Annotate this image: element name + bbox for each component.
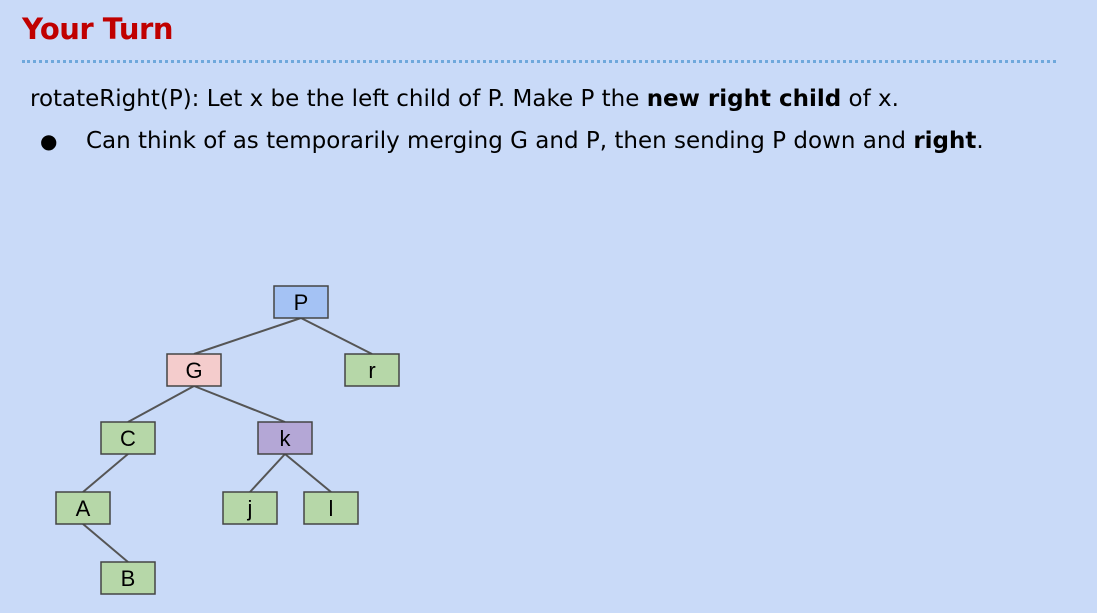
tree-node-j: j [222,491,278,525]
tree-node-label: l [329,496,334,521]
slide-title: Your Turn [22,12,174,46]
tree-node-label: j [247,496,253,521]
tree-edge-G-C [127,385,195,423]
title-divider [22,60,1056,63]
tree-node-label: P [294,290,309,315]
tree-node-box [303,491,359,525]
tree-node-C: C [100,421,156,455]
bullet-dot-icon: ● [40,129,58,153]
rotate-right-definition: rotateRight(P): Let x be the left child … [30,86,899,112]
bullet-emphasis: right [913,128,977,154]
tree-edge-C-A [82,453,129,493]
tree-node-label: r [368,358,375,383]
tree-node-k: k [257,421,313,455]
tree-edge-k-j [249,453,286,493]
tree-node-box [273,285,329,319]
tree-node-box [55,491,111,525]
tree-node-A: A [55,491,111,525]
bullet-item: ● Can think of as temporarily merging G a… [40,128,984,154]
tree-node-P: P [273,285,329,319]
tree-node-G: G [166,353,222,387]
tree-edge-G-k [193,385,286,423]
tree-edge-P-r [300,317,373,355]
tree-edges [82,317,373,563]
definition-text-end: of x. [841,86,899,112]
tree-node-label: B [121,566,136,591]
tree-node-B: B [100,561,156,595]
tree-edge-P-G [193,317,302,355]
tree-node-label: G [185,358,202,383]
tree-node-box [100,421,156,455]
tree-node-label: C [120,426,136,451]
bullet-text-end: . [976,128,984,154]
bullet-text: Can think of as temporarily merging G an… [86,128,914,154]
tree-node-box [257,421,313,455]
tree-node-box [344,353,400,387]
tree-node-box [222,491,278,525]
tree-node-box [100,561,156,595]
tree-edge-k-l [284,453,332,493]
tree-node-l: l [303,491,359,525]
definition-text: rotateRight(P): Let x be the left child … [30,86,647,112]
tree-edge-A-B [82,523,129,563]
tree-node-label: k [280,426,292,451]
definition-emphasis: new right child [646,86,842,112]
tree-node-box [166,353,222,387]
tree-node-label: A [76,496,91,521]
tree-node-r: r [344,353,400,387]
